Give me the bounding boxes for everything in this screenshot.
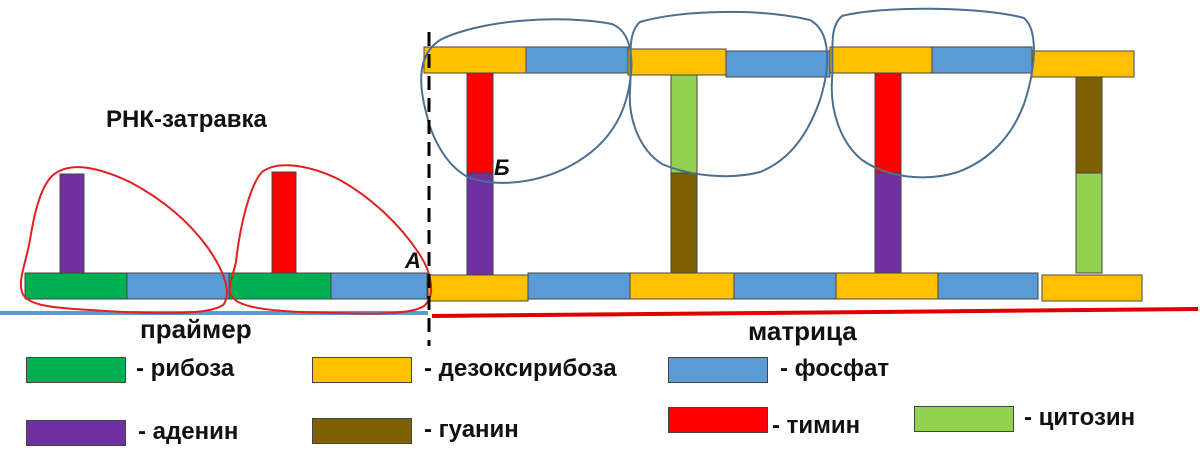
primer-strand [24,171,428,300]
pair2-cytosine [670,74,698,174]
ribose-label: - рибоза [136,355,235,382]
template-nucleotide-outline-3 [830,7,1035,179]
thymine-label: - тимин [772,412,861,439]
point-b-label: Б [494,155,510,180]
top-deoxyribose-1 [423,46,527,74]
adenine-label: - аденин [138,418,239,445]
top-phosphate-1 [525,46,629,74]
bottom-phosphate-3 [937,272,1039,300]
primer-thymine [271,171,297,274]
top-deoxyribose-3 [829,46,933,74]
primer-phosphate-1 [126,272,230,300]
primer-title: РНК-затравка [106,106,267,133]
base-pairs [466,72,1103,276]
template-bottom-strand [427,272,1143,302]
bottom-deoxyribose-4 [1041,274,1143,302]
deoxyribose-swatch [312,357,412,383]
bottom-deoxyribose-3 [835,272,939,300]
template-nucleotide-outlines [420,7,1035,184]
primer-ribose-2 [228,272,332,300]
primer-label: праймер [140,314,252,344]
point-a-label: А [405,248,421,273]
primer-nucleotide-outline-1 [20,166,228,315]
template-nucleotide-outline-1 [420,18,633,184]
pair3-adenine [874,172,902,274]
pair1-thymine [466,72,494,174]
top-phosphate-2 [725,50,831,78]
adenine-swatch [26,420,126,446]
primer-phosphate-2 [330,272,428,300]
ribose-swatch [26,357,126,383]
template-underline [431,307,1199,318]
pair1-adenine [466,172,494,276]
bottom-phosphate-1 [527,272,631,300]
template-nucleotide-outline-2 [628,10,829,178]
top-deoxyribose-4 [1031,50,1135,78]
top-deoxyribose-2 [627,48,727,76]
deoxyribose-label: - дезоксирибоза [424,355,617,382]
guanine-swatch [312,418,412,444]
template-top-strand [423,46,1135,78]
pair4-guanine [1075,76,1103,174]
pair2-guanine [670,172,698,274]
phosphate-swatch [668,357,768,383]
cytosine-swatch [914,406,1014,432]
bottom-phosphate-2 [733,272,837,300]
guanine-label: - гуанин [424,416,519,443]
top-phosphate-3 [931,46,1033,74]
thymine-swatch [668,407,768,433]
phosphate-label: - фосфат [780,355,890,382]
bottom-deoxyribose-1 [427,274,529,302]
cytosine-label: - цитозин [1024,404,1136,431]
bottom-deoxyribose-2 [629,272,735,300]
pair4-cytosine [1075,172,1103,274]
template-label: матрица [748,316,857,346]
pair3-thymine [874,72,902,174]
primer-ribose-1 [24,272,128,300]
primer-adenine [59,173,85,274]
